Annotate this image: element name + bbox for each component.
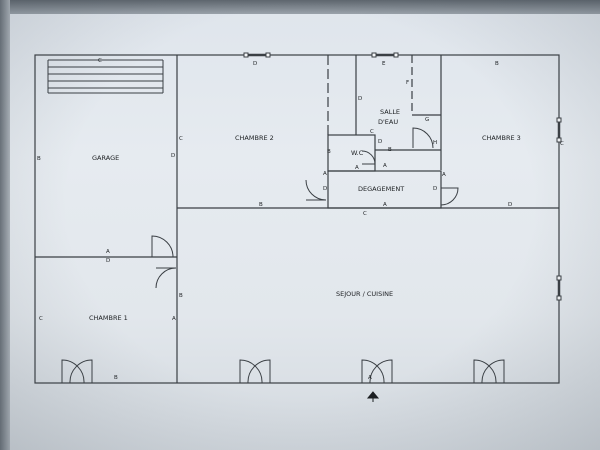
wall-code: C (370, 129, 374, 135)
wall-code: B (495, 61, 499, 67)
wall-code: D (106, 258, 110, 264)
wall-code: D (433, 186, 437, 192)
room-salle-line2: D'EAU (378, 118, 398, 126)
walls (34, 54, 560, 384)
wall-code: B (259, 202, 263, 208)
door-wc (361, 150, 376, 165)
door-chambre2 (305, 179, 327, 201)
wall-code: B (388, 147, 392, 153)
wall-code: E (382, 61, 386, 67)
wall-code: C (98, 58, 102, 64)
door-chambre1 (155, 267, 177, 289)
room-salle-line1: SALLE (380, 108, 400, 116)
wall-code: A (383, 202, 387, 208)
door-garage (151, 235, 174, 258)
wall-code: A (323, 171, 327, 177)
doors (61, 127, 505, 384)
room-chambre1: CHAMBRE 1 (89, 314, 128, 322)
wall-code: C (560, 141, 564, 147)
wall-code: B (179, 293, 183, 299)
wall-code: F (406, 80, 409, 86)
wall-code: D (253, 61, 257, 67)
wall-code: D (323, 186, 327, 192)
room-sejour: SEJOUR / CUISINE (336, 290, 393, 298)
wall-code: D (508, 202, 512, 208)
wall-code: A (106, 249, 110, 255)
wall-codes: C D E B B C D C D F G C B D B H A A A A … (37, 58, 564, 381)
wall-code: D (378, 139, 382, 145)
monitor-bezel-top (0, 0, 600, 14)
wall-code: G (425, 117, 429, 123)
wall-code: D (358, 96, 362, 102)
wall-code: D (171, 153, 175, 159)
monitor-bezel-left (0, 0, 10, 450)
wall-code: C (39, 316, 43, 322)
wall-code: A (383, 163, 387, 169)
entrance-door (361, 359, 393, 384)
wall-code: A (442, 172, 446, 178)
outer-wall (34, 54, 560, 384)
wall-code: B (114, 375, 118, 381)
window-markers (243, 52, 562, 301)
wall-code: B (327, 149, 331, 155)
wall-code: C (179, 136, 183, 142)
room-wc: W.C (351, 149, 364, 157)
wall-code: A (172, 316, 176, 322)
room-chambre3: CHAMBRE 3 (482, 134, 521, 142)
wall-code: H (433, 140, 437, 146)
wall-code: A (355, 165, 359, 171)
room-chambre2: CHAMBRE 2 (235, 134, 274, 142)
door-salle (412, 127, 434, 149)
garage-door-slats (47, 59, 164, 94)
room-garage: GARAGE (92, 154, 119, 162)
window-sejour-1 (239, 359, 271, 384)
arrow-up-icon (366, 391, 380, 402)
room-degagement: DEGAGEMENT (358, 185, 404, 193)
degagement-box (327, 170, 442, 209)
wall-code: C (363, 211, 367, 217)
window-sejour-2 (473, 359, 505, 384)
window-chambre1 (61, 359, 93, 384)
wall-code: A (368, 375, 372, 381)
wall-code: B (37, 156, 41, 162)
door-chambre3 (440, 187, 459, 206)
room-labels: GARAGE CHAMBRE 2 SALLE D'EAU CHAMBRE 3 W… (89, 108, 521, 322)
